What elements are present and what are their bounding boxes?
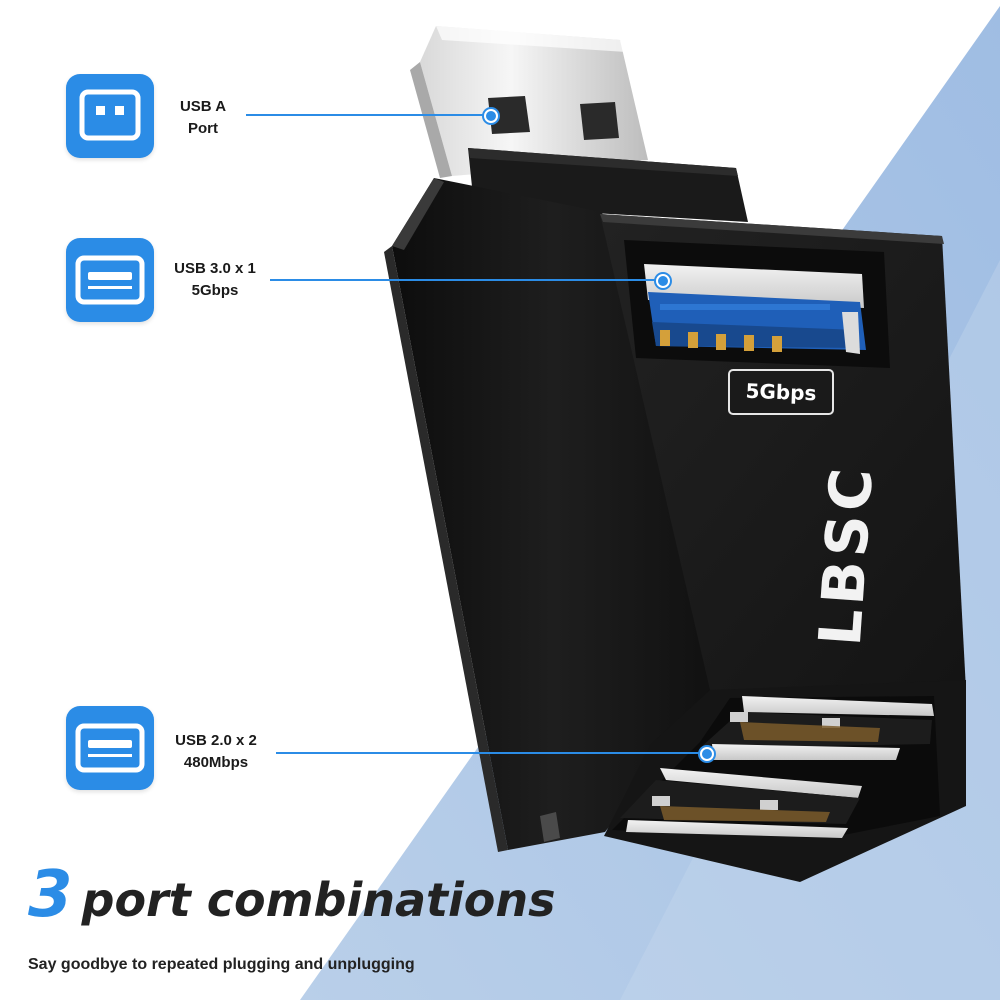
usb-port-icon bbox=[66, 238, 154, 322]
usb3-port bbox=[624, 240, 890, 368]
callout-line-usb3 bbox=[270, 279, 662, 281]
feature-line2: 480Mbps bbox=[183, 754, 249, 771]
feature-label-usb3: USB 3.0 x 1 5Gbps bbox=[154, 258, 276, 302]
usb-port-icon bbox=[66, 706, 154, 790]
feature-label-usb2: USB 2.0 x 2 480Mbps bbox=[156, 730, 276, 774]
callout-dot-usb-a bbox=[484, 109, 498, 123]
feature-line2: Port bbox=[188, 120, 218, 137]
callout-line-usb2 bbox=[276, 752, 706, 754]
speed-badge bbox=[728, 369, 834, 415]
headline-number: 3 bbox=[28, 858, 73, 932]
usb-a-plug bbox=[410, 26, 648, 178]
feature-label-usb-a: USB A Port bbox=[160, 96, 246, 140]
usb2-ports bbox=[604, 680, 966, 882]
feature-line1: USB A bbox=[179, 98, 227, 115]
usb-a-plug-icon bbox=[66, 74, 154, 158]
device-side bbox=[392, 178, 714, 850]
callout-dot-usb3 bbox=[656, 274, 670, 288]
feature-line2: 5Gbps bbox=[191, 282, 239, 299]
feature-line1: USB 3.0 x 1 bbox=[174, 260, 256, 277]
headline-text: port combinations bbox=[81, 873, 556, 927]
feature-line1: USB 2.0 x 2 bbox=[175, 732, 257, 749]
speed-badge-label: 5Gbps bbox=[745, 378, 817, 406]
callout-line-usb-a bbox=[246, 114, 490, 116]
callout-dot-usb2 bbox=[700, 747, 714, 761]
headline-subtitle: Say goodbye to repeated plugging and unp… bbox=[28, 956, 415, 973]
